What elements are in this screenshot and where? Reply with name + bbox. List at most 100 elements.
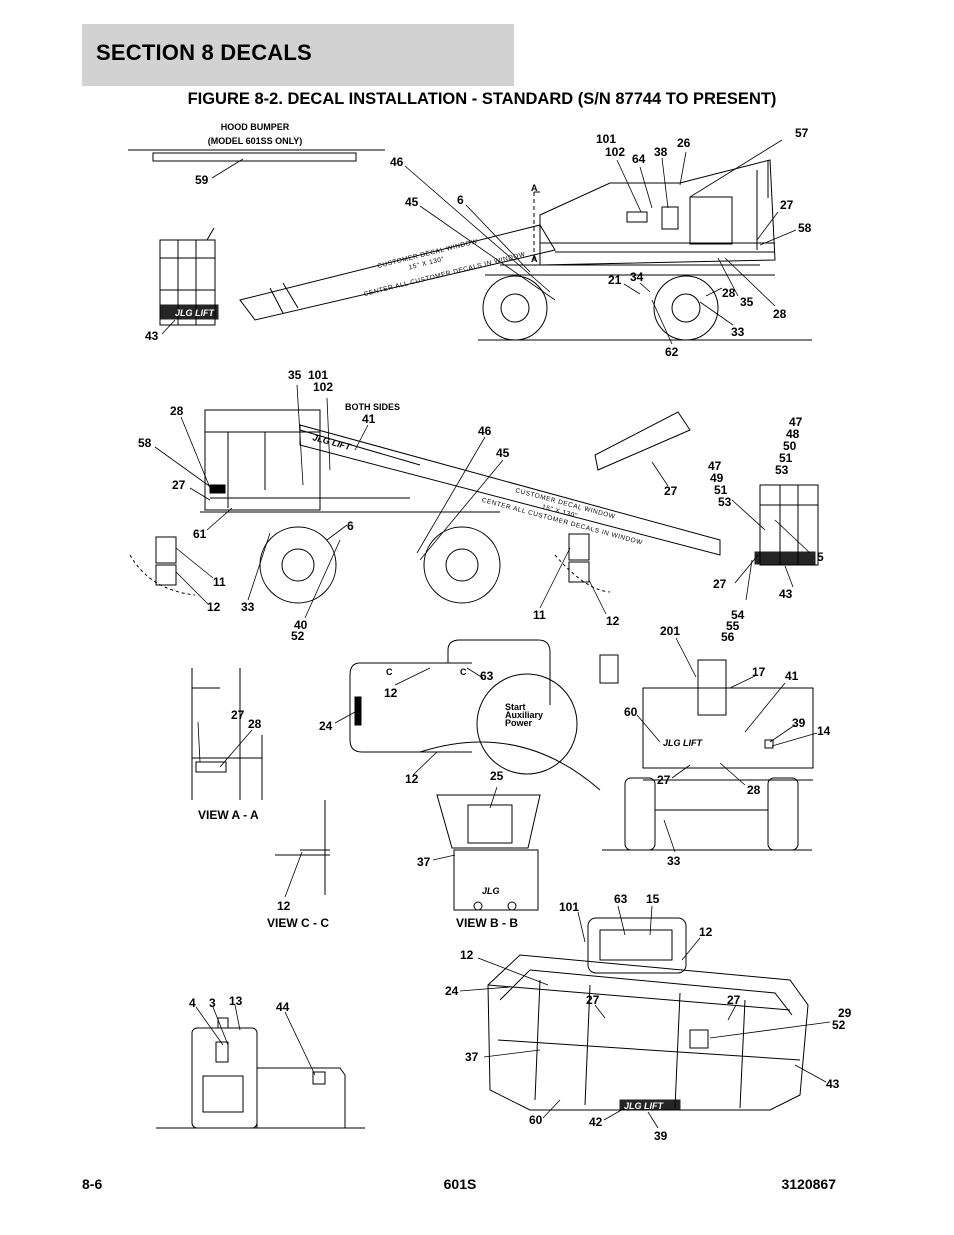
callout-28-e: 28 <box>747 783 761 797</box>
callout-43: 43 <box>145 329 159 343</box>
callout-201: 201 <box>660 624 680 638</box>
callout-48: 48 <box>786 427 800 441</box>
callout-26: 26 <box>677 136 691 150</box>
callout-5: 5 <box>817 550 824 564</box>
auxiliary-label: Auxiliary <box>505 710 543 720</box>
callout-44: 44 <box>276 1000 290 1014</box>
callout-47-b: 47 <box>708 459 722 473</box>
start-label: Start <box>505 702 526 712</box>
callout-27-c: 27 <box>664 484 678 498</box>
rear-machine-view <box>599 654 814 851</box>
section-c-mark-left: C <box>386 667 393 677</box>
callout-12-e: 12 <box>277 899 291 913</box>
callout-46-b: 46 <box>478 424 492 438</box>
callout-40: 40 <box>294 618 308 632</box>
callout-27-g: 27 <box>586 993 600 1007</box>
callout-45-b: 45 <box>496 446 510 460</box>
footer-model: 601S <box>443 1176 477 1192</box>
callout-17: 17 <box>752 665 766 679</box>
callout-27-e: 27 <box>231 708 245 722</box>
callout-43-b: 43 <box>779 587 793 601</box>
top-machine-view <box>128 149 812 341</box>
callout-35-b: 35 <box>288 368 302 382</box>
callout-37-b: 37 <box>465 1050 479 1064</box>
callout-12-d: 12 <box>405 772 419 786</box>
callout-53-b: 53 <box>718 495 732 509</box>
both-sides-label: BOTH SIDES <box>345 402 400 412</box>
callout-55: 55 <box>726 619 740 633</box>
callout-50: 50 <box>783 439 797 453</box>
callout-27-b: 27 <box>172 478 186 492</box>
callout-60: 60 <box>624 705 638 719</box>
callout-4: 4 <box>189 996 196 1010</box>
callout-6-b: 6 <box>347 519 354 533</box>
brand-basket: JLG LIFT <box>624 1101 664 1111</box>
hood-bumper-label: HOOD BUMPER <box>221 122 290 132</box>
callout-63: 63 <box>480 669 494 683</box>
view-a-a-caption: VIEW A - A <box>198 808 259 822</box>
callout-54: 54 <box>731 608 745 622</box>
brand-rear: JLG LIFT <box>663 738 703 748</box>
brand-top-platform: JLG LIFT <box>175 308 215 318</box>
callout-27-h: 27 <box>727 993 741 1007</box>
callout-101: 101 <box>596 132 616 146</box>
callout-60-b: 60 <box>529 1113 543 1127</box>
callout-27-f: 27 <box>657 773 671 787</box>
view-b-b-drawing <box>436 794 541 911</box>
view-b-b-caption: VIEW B - B <box>456 916 518 930</box>
callout-62: 62 <box>665 345 679 359</box>
callout-25: 25 <box>490 769 504 783</box>
callout-34: 34 <box>630 270 644 284</box>
callout-29: 29 <box>838 1006 852 1020</box>
leader-lines <box>154 139 831 1129</box>
figure-title: FIGURE 8-2. DECAL INSTALLATION - STANDAR… <box>187 90 777 108</box>
callout-58: 58 <box>798 221 812 235</box>
callout-11-b: 11 <box>533 608 546 622</box>
callout-28-d: 28 <box>248 717 262 731</box>
callout-38: 38 <box>654 145 668 159</box>
footer-doc-number: 3120867 <box>781 1176 836 1192</box>
brand-control-box: JLG <box>482 886 500 896</box>
view-c-c-caption: VIEW C - C <box>267 916 329 930</box>
callout-14: 14 <box>817 724 831 738</box>
section-c-mark-right: C <box>460 667 467 677</box>
callout-102-b: 102 <box>313 380 333 394</box>
callout-12-f: 12 <box>699 925 713 939</box>
callout-24-b: 24 <box>445 984 459 998</box>
callout-101-c: 101 <box>559 900 579 914</box>
callout-52-b: 52 <box>832 1018 846 1032</box>
callout-42: 42 <box>589 1115 603 1129</box>
callout-numbers: 59 46 45 6 43 101 102 64 38 26 57 27 58 … <box>138 126 852 1143</box>
section-header-bar: SECTION 8 DECALS <box>82 24 514 86</box>
view-c-c-drawing <box>275 800 330 895</box>
section-a-mark-top: A <box>531 183 538 193</box>
platform-rail-view <box>349 639 601 791</box>
callout-53: 53 <box>775 463 789 477</box>
callout-57: 57 <box>795 126 809 140</box>
footer-page-number: 8-6 <box>82 1176 103 1192</box>
callout-45: 45 <box>405 195 419 209</box>
platform-basket-view <box>487 917 809 1111</box>
callout-64: 64 <box>632 152 646 166</box>
callout-15: 15 <box>646 892 660 906</box>
callout-46: 46 <box>390 155 404 169</box>
callout-35: 35 <box>740 295 754 309</box>
callout-101-b: 101 <box>308 368 328 382</box>
callout-12-b: 12 <box>606 614 620 628</box>
section-a-mark-bottom: A <box>531 254 538 264</box>
callout-63-b: 63 <box>614 892 628 906</box>
section-title: SECTION 8 DECALS <box>96 40 312 65</box>
callout-33-c: 33 <box>667 854 681 868</box>
callout-37: 37 <box>417 855 431 869</box>
callout-39: 39 <box>792 716 806 730</box>
callout-49: 49 <box>710 471 724 485</box>
callout-12: 12 <box>207 600 221 614</box>
callout-28-c: 28 <box>170 404 184 418</box>
callout-24: 24 <box>319 719 333 733</box>
callout-41: 41 <box>362 412 376 426</box>
callout-51-b: 51 <box>714 483 728 497</box>
callout-28-b: 28 <box>773 307 787 321</box>
callout-12-g: 12 <box>460 948 474 962</box>
hood-bumper-model-label: (MODEL 601SS ONLY) <box>208 136 303 146</box>
